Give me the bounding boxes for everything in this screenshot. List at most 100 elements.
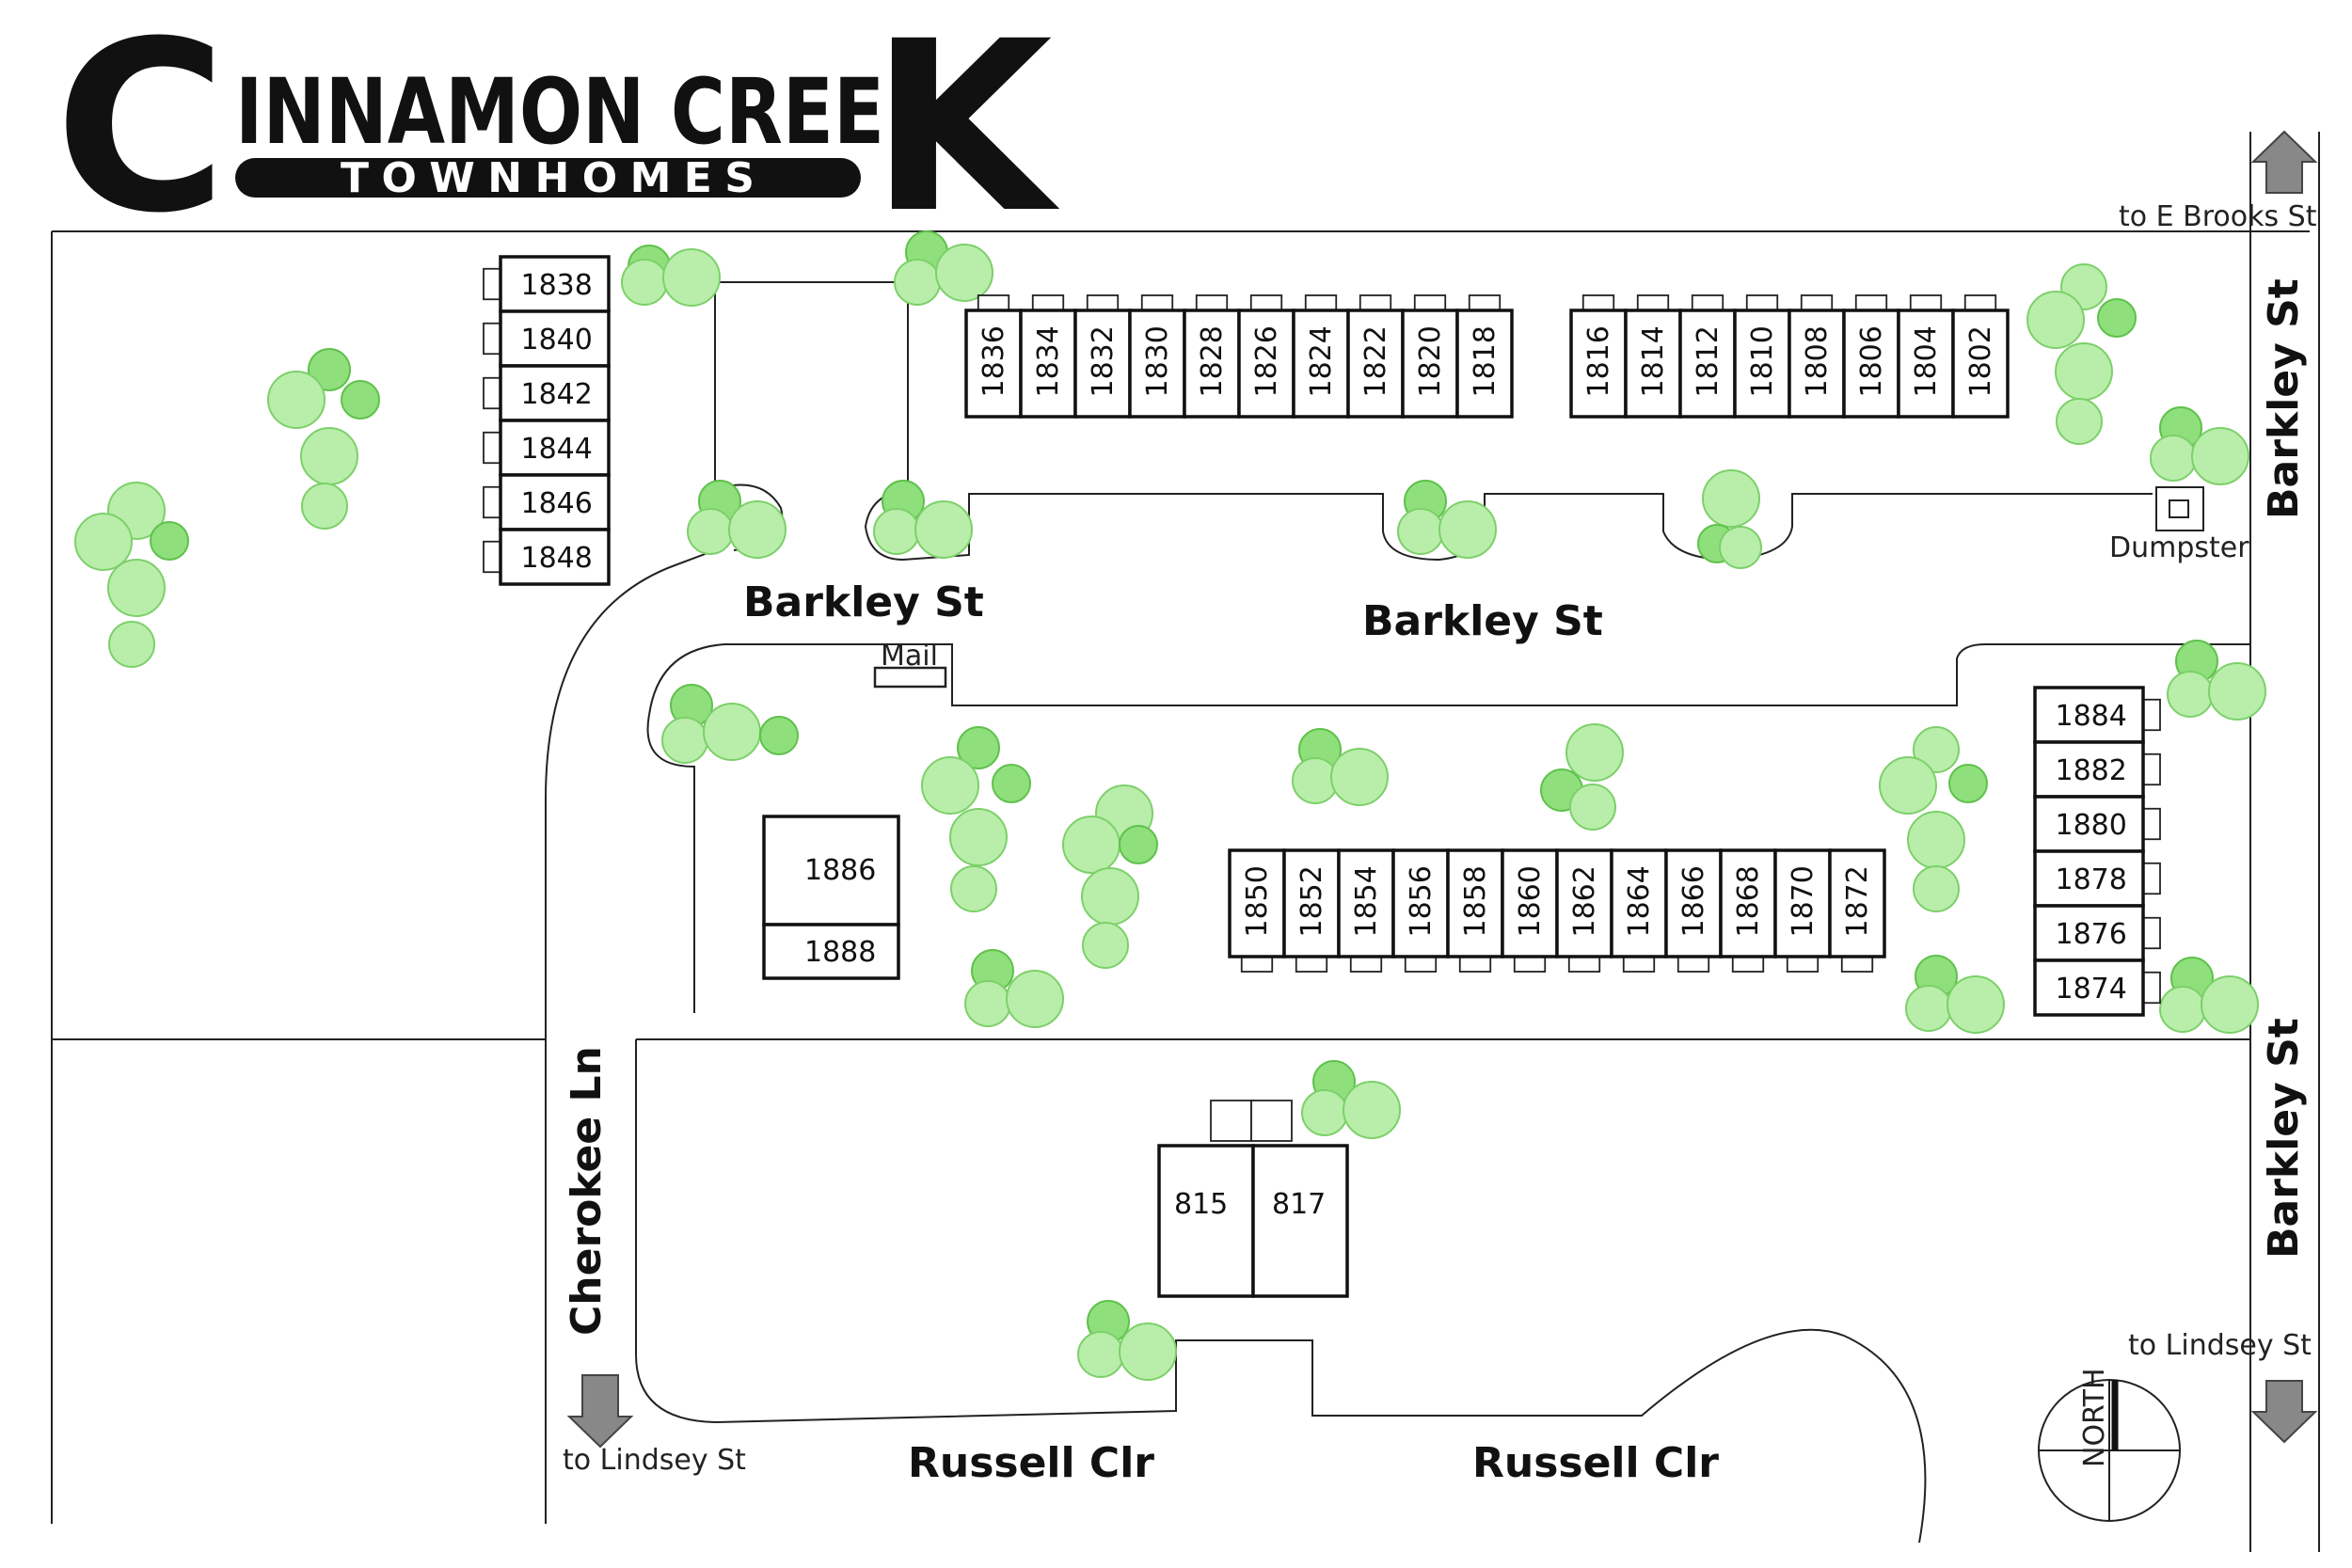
cherokee-west-edge bbox=[545, 549, 716, 1524]
dumpster-enclosure bbox=[2155, 486, 2204, 531]
patio bbox=[483, 540, 501, 574]
unit-1836 bbox=[964, 309, 1023, 419]
tree-icon bbox=[873, 508, 920, 555]
logo-subtitle: TOWNHOMES bbox=[341, 154, 755, 202]
unit-1806 bbox=[1842, 309, 1900, 419]
patio bbox=[2142, 698, 2161, 732]
patio bbox=[1458, 956, 1492, 973]
tree-icon bbox=[2191, 427, 2249, 485]
north-label: NORTH bbox=[2078, 1368, 2111, 1467]
unit-label: 1804 bbox=[1910, 325, 1943, 397]
patio bbox=[1731, 956, 1765, 973]
unit-1854 bbox=[1337, 848, 1395, 958]
patio bbox=[1677, 956, 1710, 973]
patio bbox=[1359, 294, 1392, 311]
unit-label: 1880 bbox=[2056, 809, 2127, 842]
patio bbox=[1250, 1100, 1293, 1142]
tree-icon bbox=[728, 500, 787, 559]
unit-1868 bbox=[1719, 848, 1777, 958]
logo-name: INNAMON CREE bbox=[235, 59, 884, 165]
tree-icon bbox=[1879, 756, 1937, 815]
unit-1858 bbox=[1446, 848, 1504, 958]
unit-label: 1888 bbox=[804, 936, 876, 969]
tree-icon bbox=[1905, 985, 1952, 1032]
unit-1814 bbox=[1624, 309, 1682, 419]
patio bbox=[1622, 956, 1656, 973]
tree-icon bbox=[935, 244, 993, 302]
north-compass-icon: NORTH bbox=[2038, 1368, 2181, 1522]
unit-1810 bbox=[1733, 309, 1791, 419]
patio bbox=[483, 267, 501, 301]
unit-1882 bbox=[2033, 740, 2145, 799]
patio bbox=[483, 431, 501, 465]
tree-icon bbox=[687, 508, 734, 555]
tree-icon bbox=[1947, 975, 2005, 1034]
unit-label: 1874 bbox=[2056, 973, 2127, 1006]
patio bbox=[2142, 807, 2161, 841]
patio bbox=[1413, 294, 1447, 311]
unit-label: 1818 bbox=[1469, 325, 1502, 397]
unit-label: 1830 bbox=[1141, 325, 1174, 397]
tree-icon bbox=[950, 865, 997, 912]
tree-icon bbox=[267, 371, 326, 429]
unit-label: 1886 bbox=[804, 854, 876, 887]
tree-icon bbox=[964, 980, 1011, 1027]
building-east-column: 1884 1882 1880 1878 1876 1874 bbox=[2033, 686, 2161, 1017]
patio bbox=[1468, 294, 1502, 311]
unit-label: 1816 bbox=[1582, 325, 1615, 397]
patio bbox=[1031, 294, 1065, 311]
russell-circle-edge bbox=[635, 1039, 1927, 1544]
tree-icon bbox=[1077, 1331, 1124, 1378]
note-to-brooks: to E Brooks St bbox=[2119, 200, 2317, 233]
unit-1852 bbox=[1282, 848, 1341, 958]
tree-icon bbox=[150, 521, 189, 561]
unit-label: 1828 bbox=[1196, 325, 1229, 397]
arrow-down-east-icon bbox=[2250, 1380, 2318, 1444]
unit-label: 1836 bbox=[977, 325, 1010, 397]
tree-icon bbox=[1343, 1081, 1401, 1139]
unit-label: 1872 bbox=[1841, 865, 1874, 937]
unit-1888 bbox=[762, 923, 900, 980]
patio bbox=[1210, 1100, 1252, 1142]
patio bbox=[1195, 294, 1229, 311]
arrow-up-icon bbox=[2250, 130, 2318, 194]
patio bbox=[1636, 294, 1670, 311]
tree-icon bbox=[2208, 662, 2266, 721]
unit-label: 1884 bbox=[2056, 700, 2127, 733]
patio bbox=[1581, 294, 1615, 311]
patio bbox=[1086, 294, 1120, 311]
note-to-lindsey-west: to Lindsey St bbox=[563, 1444, 746, 1477]
unit-label: 1822 bbox=[1359, 325, 1392, 397]
unit-label: 1812 bbox=[1692, 325, 1724, 397]
unit-label: 1834 bbox=[1032, 325, 1065, 397]
patio bbox=[2142, 752, 2161, 786]
patio bbox=[1854, 294, 1888, 311]
tree-icon bbox=[914, 500, 973, 559]
unit-label: 1878 bbox=[2056, 863, 2127, 896]
unit-label: 1810 bbox=[1746, 325, 1779, 397]
tree-icon bbox=[1006, 970, 1064, 1028]
unit-1876 bbox=[2033, 904, 2145, 962]
unit-1804 bbox=[1897, 309, 1955, 419]
patio bbox=[1691, 294, 1724, 311]
logo-big-c: C bbox=[55, 0, 227, 264]
unit-label: 1838 bbox=[521, 269, 593, 302]
dumpster-box bbox=[2169, 499, 2189, 518]
unit-1842 bbox=[499, 364, 611, 422]
unit-1848 bbox=[499, 528, 611, 586]
tree-icon bbox=[107, 559, 166, 617]
unit-1886 bbox=[762, 815, 900, 927]
mail-label: Mail bbox=[881, 640, 938, 673]
tree-icon bbox=[1119, 825, 1158, 864]
tree-icon bbox=[2159, 986, 2206, 1033]
street-barkley-east-upper: Barkley St bbox=[2260, 278, 2308, 519]
patio bbox=[483, 485, 501, 519]
unit-1828 bbox=[1183, 309, 1241, 419]
street-cherokee: Cherokee Ln bbox=[563, 1046, 611, 1336]
patio bbox=[1909, 294, 1943, 311]
patio bbox=[2142, 916, 2161, 950]
logo-big-k: K bbox=[870, 0, 1060, 264]
patio bbox=[483, 376, 501, 410]
unit-label: 1882 bbox=[2056, 754, 2127, 787]
unit-label: 1876 bbox=[2056, 918, 2127, 951]
